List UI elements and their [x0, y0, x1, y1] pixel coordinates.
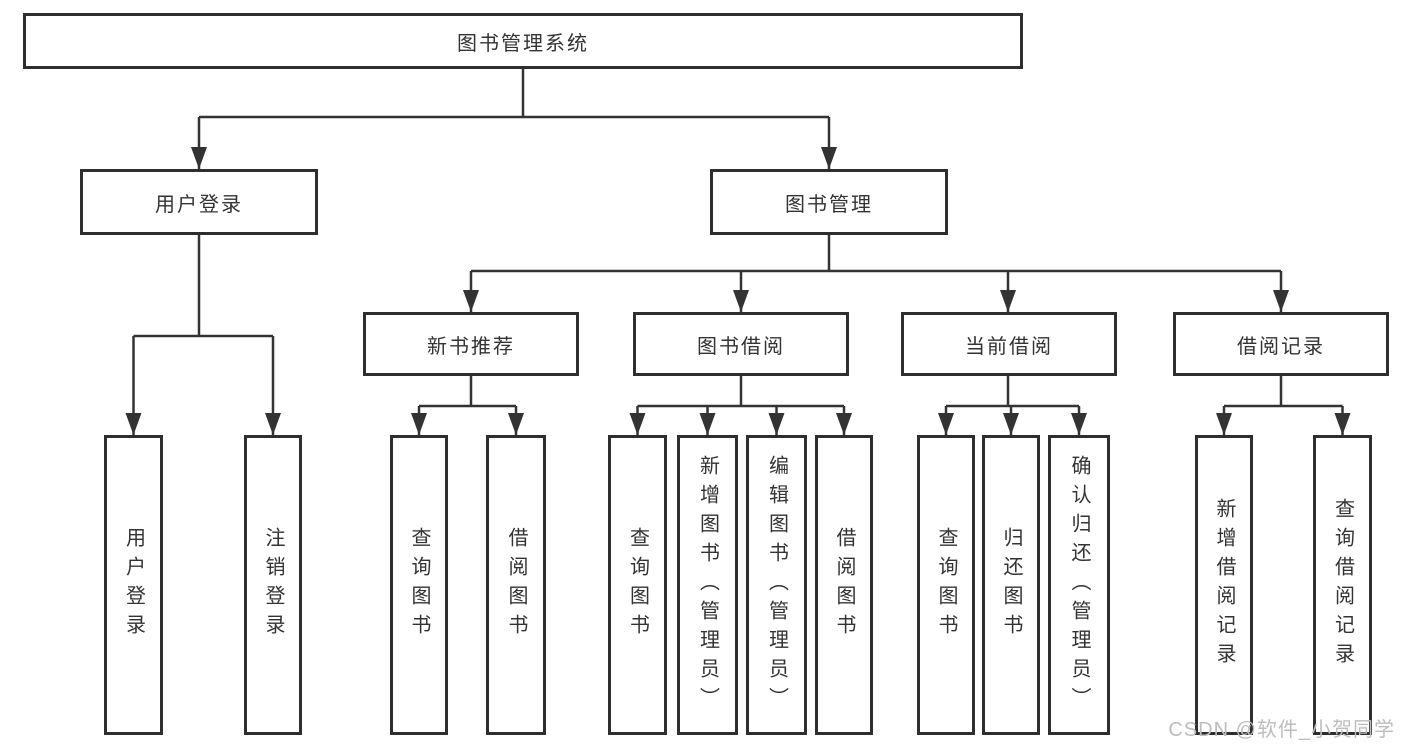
leaf-label: 查询借阅记录	[1331, 498, 1354, 672]
node-label: 图书借阅	[697, 335, 785, 358]
node-new-book-recommend: 新书推荐	[363, 312, 579, 376]
leaf-label: 注销登录	[262, 527, 284, 643]
leaf-label: 编辑图书（管理员）	[765, 454, 788, 716]
leaf-label: 查询图书	[935, 527, 957, 643]
leaf-label: 用户登录	[122, 527, 145, 643]
leaf-label: 查询图书	[626, 527, 649, 643]
watermark: CSDN @软件_小贺同学	[1168, 719, 1395, 741]
leaf-label: 确认归还（管理员）	[1068, 454, 1090, 716]
leaf-query-borrow-record: 查询借阅记录	[1313, 435, 1372, 735]
node-label: 图书管理	[785, 193, 873, 216]
leaf-label: 新增借阅记录	[1213, 498, 1235, 672]
leaf-label: 借阅图书	[505, 527, 527, 643]
node-user-login: 用户登录	[80, 169, 318, 235]
node-book-management: 图书管理	[710, 169, 948, 235]
leaf-edit-books-admin: 编辑图书（管理员）	[746, 435, 807, 735]
node-book-borrow: 图书借阅	[633, 312, 849, 376]
leaf-user-login: 用户登录	[104, 435, 163, 735]
leaf-borrow-books-recommend: 借阅图书	[486, 435, 546, 735]
leaf-label: 归还图书	[1000, 527, 1022, 643]
leaf-borrow-books: 借阅图书	[815, 435, 873, 735]
node-label: 借阅记录	[1237, 335, 1325, 358]
leaf-query-books-current: 查询图书	[917, 435, 975, 735]
leaf-confirm-return-admin: 确认归还（管理员）	[1048, 435, 1110, 735]
node-borrow-records: 借阅记录	[1173, 312, 1389, 376]
node-label: 新书推荐	[427, 335, 515, 358]
leaf-label: 查询图书	[408, 527, 430, 643]
node-label: 图书管理系统	[457, 32, 589, 55]
leaf-label: 借阅图书	[833, 527, 855, 643]
leaf-add-borrow-record: 新增借阅记录	[1195, 435, 1253, 735]
leaf-label: 新增图书（管理员）	[696, 454, 719, 716]
leaf-logout: 注销登录	[244, 435, 302, 735]
leaf-query-books-recommend: 查询图书	[390, 435, 448, 735]
leaf-add-books-admin: 新增图书（管理员）	[677, 435, 738, 735]
leaf-return-books: 归还图书	[982, 435, 1040, 735]
leaf-query-books-borrow: 查询图书	[608, 435, 667, 735]
node-current-borrow: 当前借阅	[901, 312, 1117, 376]
node-library-management-system: 图书管理系统	[23, 13, 1023, 69]
node-label: 用户登录	[155, 193, 243, 216]
node-label: 当前借阅	[965, 335, 1053, 358]
